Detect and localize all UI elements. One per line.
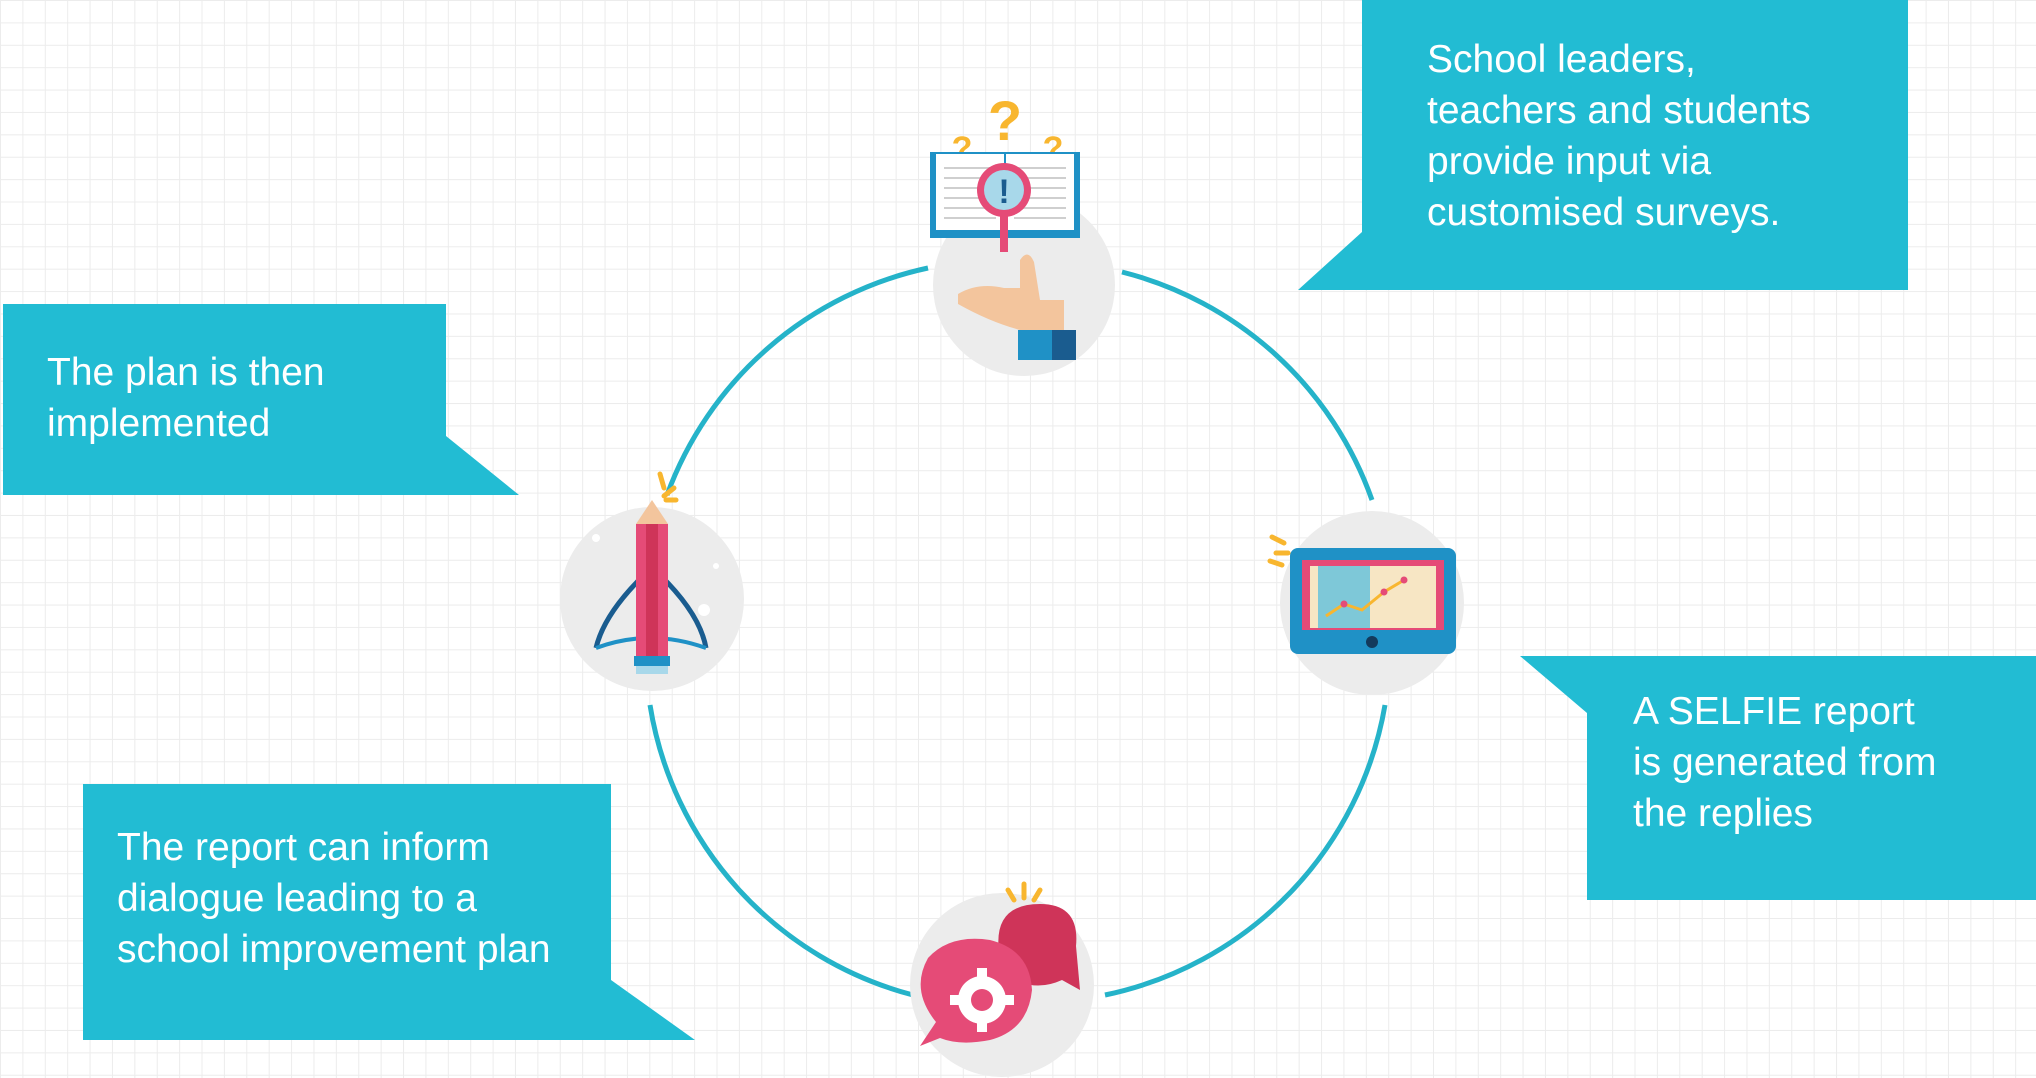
- svg-text:!: !: [998, 173, 1009, 211]
- speech-bubble-gear-icon: [910, 881, 1094, 1077]
- callout-line: The plan is then: [47, 351, 325, 394]
- callout-line: school improvement plan: [117, 928, 551, 971]
- callout-line: provide input via: [1427, 140, 1711, 183]
- callout-line: customised surveys.: [1427, 191, 1780, 234]
- callout-survey-box: [1298, 0, 1908, 290]
- callout-line: School leaders,: [1427, 38, 1696, 81]
- callout-survey: School leaders, teachers and students prov…: [1298, 0, 1908, 290]
- callout-line: dialogue leading to a: [117, 877, 477, 920]
- callout-line: is generated from: [1633, 741, 1937, 784]
- svg-text:?: ?: [988, 89, 1022, 152]
- laptop-report-icon: [1267, 511, 1464, 695]
- callout-implement-box: [3, 304, 519, 495]
- callout-report-text: A SELFIE report is generated from the repl…: [1633, 690, 1937, 835]
- callout-survey-text: School leaders, teachers and students prov…: [1427, 38, 1811, 234]
- ring-arc-bottom-right: [1104, 704, 1388, 998]
- callout-report-box: [1520, 656, 2036, 900]
- callout-line: teachers and students: [1427, 89, 1811, 132]
- cycle-ring: [647, 265, 1388, 998]
- survey-book-icon: ? ? ? !: [930, 89, 1115, 376]
- callout-line: the replies: [1633, 792, 1813, 835]
- callout-line: The report can inform: [117, 826, 490, 869]
- ring-arc-top-left: [664, 265, 929, 496]
- callout-dialogue: The report can inform dialogue leading to…: [83, 784, 695, 1040]
- callout-implement-text: The plan is then implemented: [47, 351, 325, 445]
- ring-arc-top-right: [1121, 269, 1375, 501]
- callout-line: implemented: [47, 402, 270, 445]
- ring-arc-bottom-left: [647, 704, 914, 998]
- callout-dialogue-box: [83, 784, 695, 1040]
- callout-report: A SELFIE report is generated from the repl…: [1520, 656, 2036, 900]
- pencil-compass-icon: [560, 471, 744, 691]
- callout-dialogue-text: The report can inform dialogue leading to…: [117, 826, 551, 971]
- callout-implement: The plan is then implemented: [3, 304, 519, 495]
- callout-line: A SELFIE report: [1633, 690, 1915, 733]
